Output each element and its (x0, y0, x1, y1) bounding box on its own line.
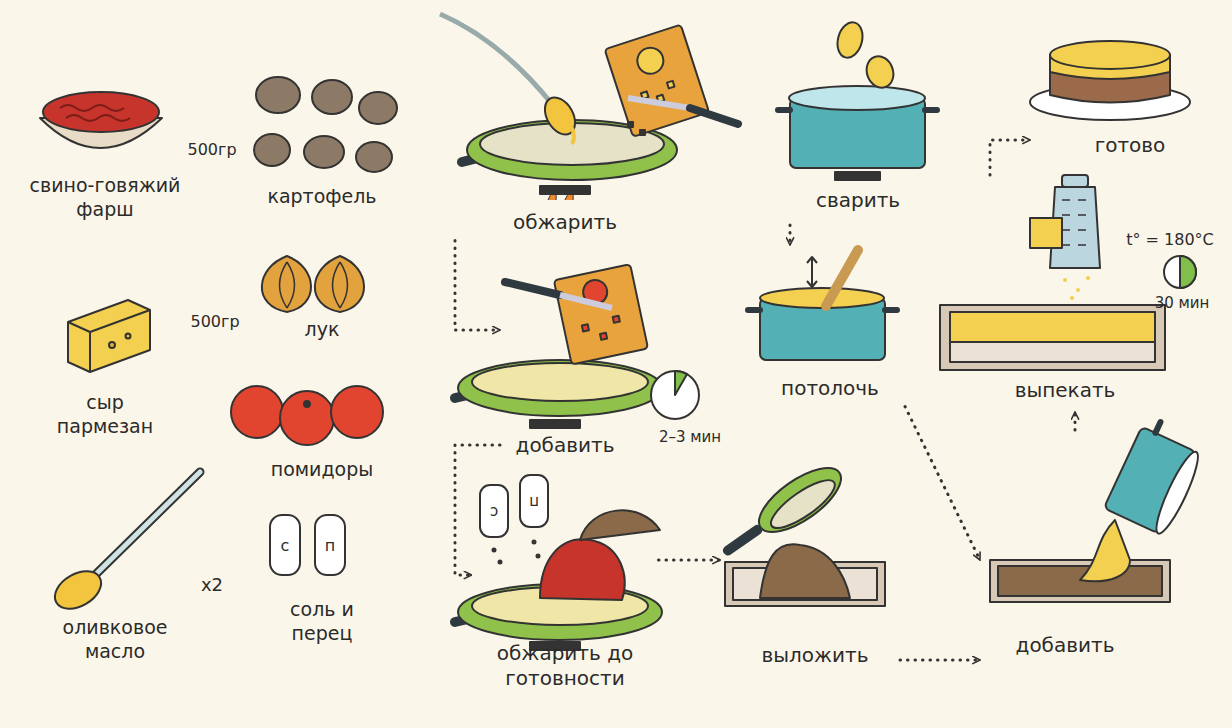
shaker-letter: п (529, 493, 539, 512)
quantity-label: x2 (201, 574, 223, 597)
shaker-letter: п (325, 536, 335, 556)
ingredient-label: сыр пармезан (40, 391, 170, 439)
fry-meat-picture (455, 475, 662, 650)
fry-onion-picture (440, 14, 738, 200)
ingredient-label: свино-говяжий фарш (15, 174, 195, 222)
add-tomato-picture (455, 264, 699, 428)
step-note: 2–3 мин (659, 428, 721, 447)
tomatoes (231, 386, 383, 445)
add-mash-picture (990, 416, 1209, 602)
step-caption: обжарить (513, 210, 617, 235)
step-caption: выпекать (1015, 378, 1116, 403)
olive-oil-spoon (48, 472, 200, 616)
dotted-arrow (455, 241, 500, 331)
step-caption: обжарить до готовности (478, 641, 653, 691)
quantity-label: 500гр (190, 312, 239, 332)
dotted-arrow (990, 140, 1030, 175)
shaker-letter: с (281, 536, 290, 556)
lay-out-picture (716, 456, 885, 606)
ingredient-label: соль и перец (272, 598, 372, 646)
step-caption: потолочь (781, 376, 879, 401)
onions (262, 256, 364, 312)
step-caption: сварить (816, 188, 900, 213)
ready-cake-picture (1030, 41, 1190, 120)
dotted-arrow (789, 225, 792, 245)
dotted-arrow (905, 407, 980, 561)
bake-picture (940, 175, 1196, 370)
step-group: потолочь (745, 245, 920, 407)
step-note: 30 мин (1155, 294, 1210, 313)
boil-potatoes-picture (778, 20, 937, 180)
minced-meat-bowl (40, 92, 162, 148)
salt-pepper-shakers (270, 515, 345, 575)
dotted-arrow (455, 445, 500, 575)
ingredient-label: помидоры (271, 458, 374, 482)
step-group: обжарить до готовности (472, 478, 659, 705)
potatoes (254, 77, 397, 172)
step-group: сварить (770, 8, 950, 225)
ingredient-label: лук (305, 318, 340, 342)
step-caption: готово (1095, 133, 1166, 158)
step-group: выложить (720, 470, 900, 680)
step-group: добавить (980, 430, 1190, 670)
dotted-arrow (1074, 412, 1077, 430)
step-group: обжарить (440, 8, 750, 241)
dotted-arrow (900, 659, 980, 662)
step-caption: добавить (1016, 633, 1115, 658)
step-group: выпекать t° = 180°C 30 мин (935, 175, 1226, 412)
ingredient-label: картофель (267, 185, 376, 209)
parmesan-block (68, 300, 150, 372)
step-caption: выложить (761, 643, 868, 668)
ingredient-label: оливковое масло (40, 616, 190, 664)
quantity-label: 500гр (187, 140, 236, 160)
step-group: готово (1030, 8, 1220, 165)
step-group: добавить 2–3 мин (500, 262, 735, 464)
shaker-letter: с (490, 503, 498, 522)
dotted-arrow (659, 559, 721, 562)
step-note: t° = 180°C (1126, 230, 1214, 250)
mash-potatoes-picture (748, 250, 897, 360)
step-caption: добавить (516, 433, 615, 458)
